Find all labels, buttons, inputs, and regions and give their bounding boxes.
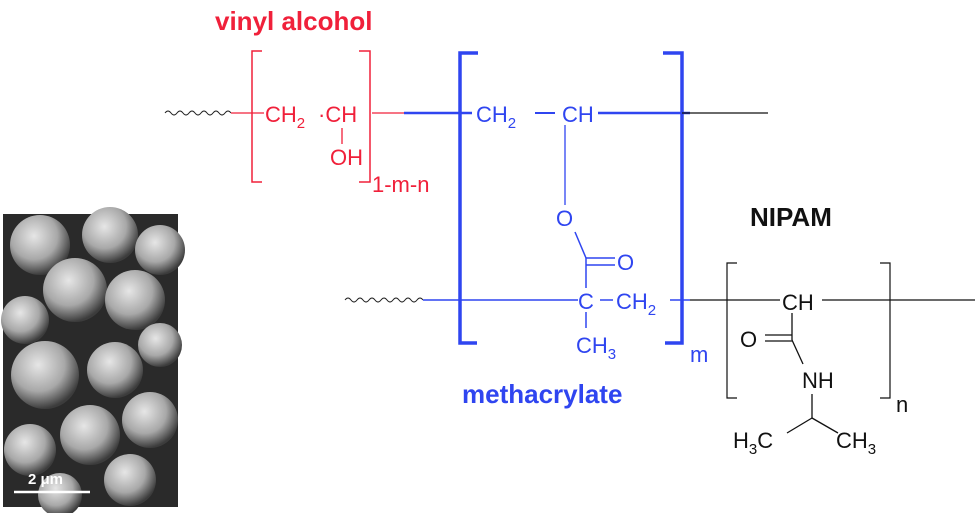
ch-atom: ·CH xyxy=(318,102,357,127)
left-bracket xyxy=(726,262,737,399)
svg-text:NH: NH xyxy=(802,368,834,393)
chain-end-wavy xyxy=(344,297,424,303)
vinyl-alcohol-subscript: 1-m-n xyxy=(372,172,429,197)
nipam-label: NIPAM xyxy=(750,202,832,232)
methacrylate-subscript: m xyxy=(690,342,708,367)
left-bracket xyxy=(251,50,262,183)
svg-text:CH2: CH2 xyxy=(616,289,656,319)
sem-micrograph: 2 μm xyxy=(1,207,185,513)
right-bracket xyxy=(359,50,371,183)
nipam-unit: NIPAM CH O NH H3C CH3 n xyxy=(682,112,975,458)
right-bracket xyxy=(880,262,891,399)
svg-text:H3C: H3C xyxy=(733,428,773,458)
chain-end-wavy xyxy=(164,110,232,116)
svg-text:CH3: CH3 xyxy=(836,428,876,458)
methacrylate-label: methacrylate xyxy=(462,379,622,409)
vinyl-alcohol-unit: vinyl alcohol CH2 ·CH OH 1-m-n xyxy=(164,6,429,197)
ester-oxygen: O xyxy=(556,206,573,231)
oh-group: OH xyxy=(330,145,363,170)
right-bracket xyxy=(663,51,684,345)
svg-text:CH3: CH3 xyxy=(576,333,616,363)
svg-text:CH: CH xyxy=(782,290,814,315)
svg-text:O: O xyxy=(740,327,757,352)
methacrylate-unit: CH2 CH O O C CH2 CH3 m methacrylate xyxy=(344,51,708,409)
vinyl-alcohol-label: vinyl alcohol xyxy=(215,6,373,36)
svg-text:CH2: CH2 xyxy=(265,102,305,132)
nipam-subscript: n xyxy=(896,392,908,417)
left-bracket xyxy=(458,51,478,345)
carbonyl-oxygen: O xyxy=(617,250,634,275)
scale-bar-label: 2 μm xyxy=(28,471,63,488)
svg-text:CH: CH xyxy=(562,102,594,127)
svg-text:C: C xyxy=(578,289,594,314)
svg-text:CH2: CH2 xyxy=(476,102,516,132)
